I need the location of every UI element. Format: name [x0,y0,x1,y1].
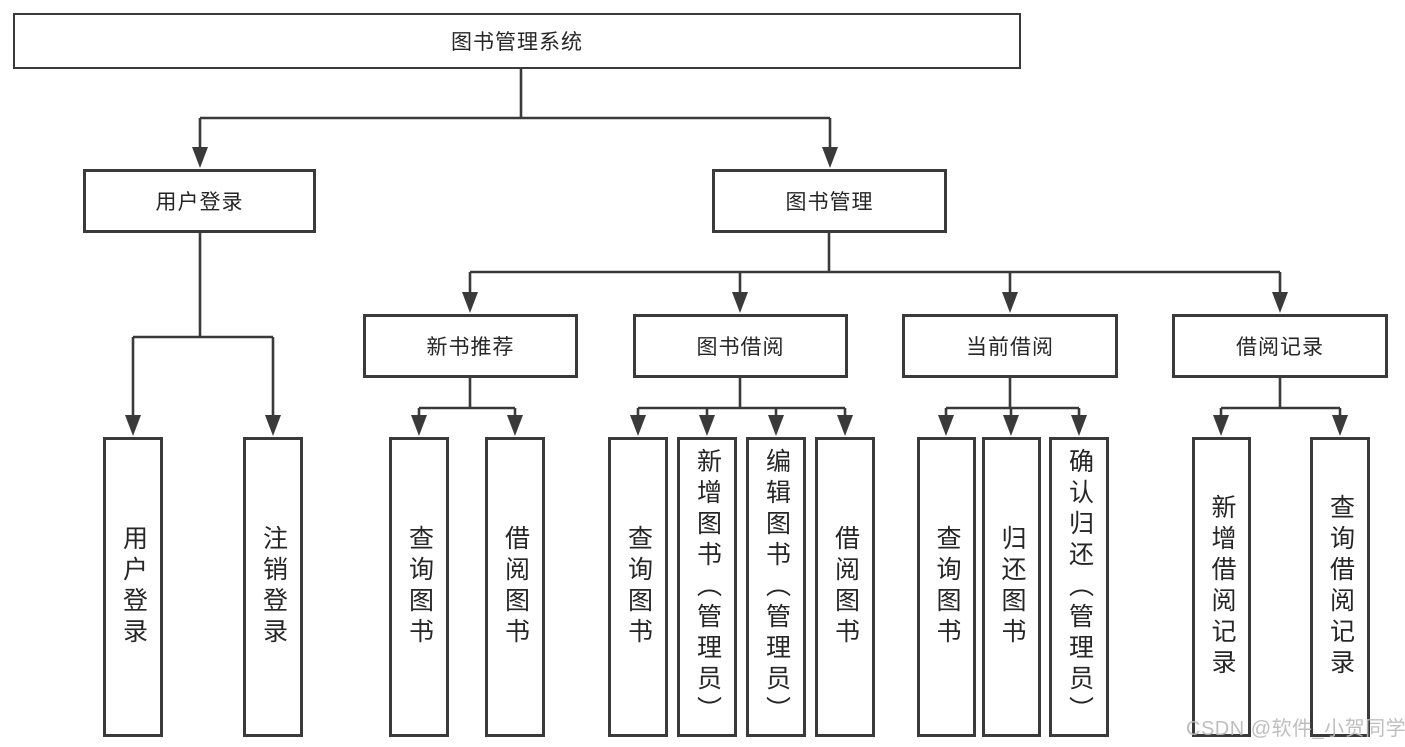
node-label: 查询图书 [933,525,961,649]
node-label: 新增图书（管理员） [693,447,722,727]
leaf-confirm-return-admin: 确认归还（管理员） [1049,437,1109,737]
node-label: 编辑图书（管理员） [762,447,791,727]
leaf-borrow-books-borrowing: 借阅图书 [815,437,875,737]
node-label: 图书管理 [785,191,874,214]
leaf-query-books-current: 查询图书 [917,437,976,737]
node-label: 确认归还（管理员） [1065,447,1094,727]
leaf-edit-book-admin: 编辑图书（管理员） [746,437,806,737]
node-label: 新增借阅记录 [1208,494,1236,680]
node-label: 借阅图书 [501,525,530,649]
leaf-return-books: 归还图书 [982,437,1041,737]
leaf-user-login: 用户登录 [103,437,163,737]
node-label: 当前借阅 [966,336,1054,359]
node-label: 图书借阅 [696,336,785,359]
node-label: 用户登录 [119,525,148,649]
node-label: 查询图书 [405,525,434,649]
node-book-management: 图书管理 [712,169,947,233]
node-borrowing-records: 借阅记录 [1172,314,1388,378]
csdn-watermark: CSDN @软件_小贺同学 [1186,718,1405,740]
leaf-logout: 注销登录 [243,437,303,737]
node-label: 查询借阅记录 [1326,494,1355,680]
leaf-query-borrowing-record: 查询借阅记录 [1310,437,1370,737]
node-label: 归还图书 [998,525,1026,649]
node-label: 借阅图书 [831,525,860,649]
node-library-management-system: 图书管理系统 [13,13,1021,69]
node-label: 新书推荐 [426,336,515,359]
node-book-borrowing: 图书借阅 [633,314,848,378]
node-label: 查询图书 [624,525,653,649]
leaf-query-books-recommend: 查询图书 [389,437,449,737]
node-label: 用户登录 [155,191,244,214]
node-user-login: 用户登录 [83,169,316,233]
leaf-add-book-admin: 新增图书（管理员） [677,437,737,737]
node-current-borrowing: 当前借阅 [902,314,1118,378]
node-new-book-recommendation: 新书推荐 [363,314,578,378]
node-label: 图书管理系统 [451,31,583,54]
leaf-add-borrowing-record: 新增借阅记录 [1192,437,1251,737]
node-label: 借阅记录 [1236,336,1324,359]
leaf-borrow-books-recommend: 借阅图书 [485,437,545,737]
node-label: 注销登录 [259,525,288,649]
leaf-query-books-borrowing: 查询图书 [608,437,668,737]
